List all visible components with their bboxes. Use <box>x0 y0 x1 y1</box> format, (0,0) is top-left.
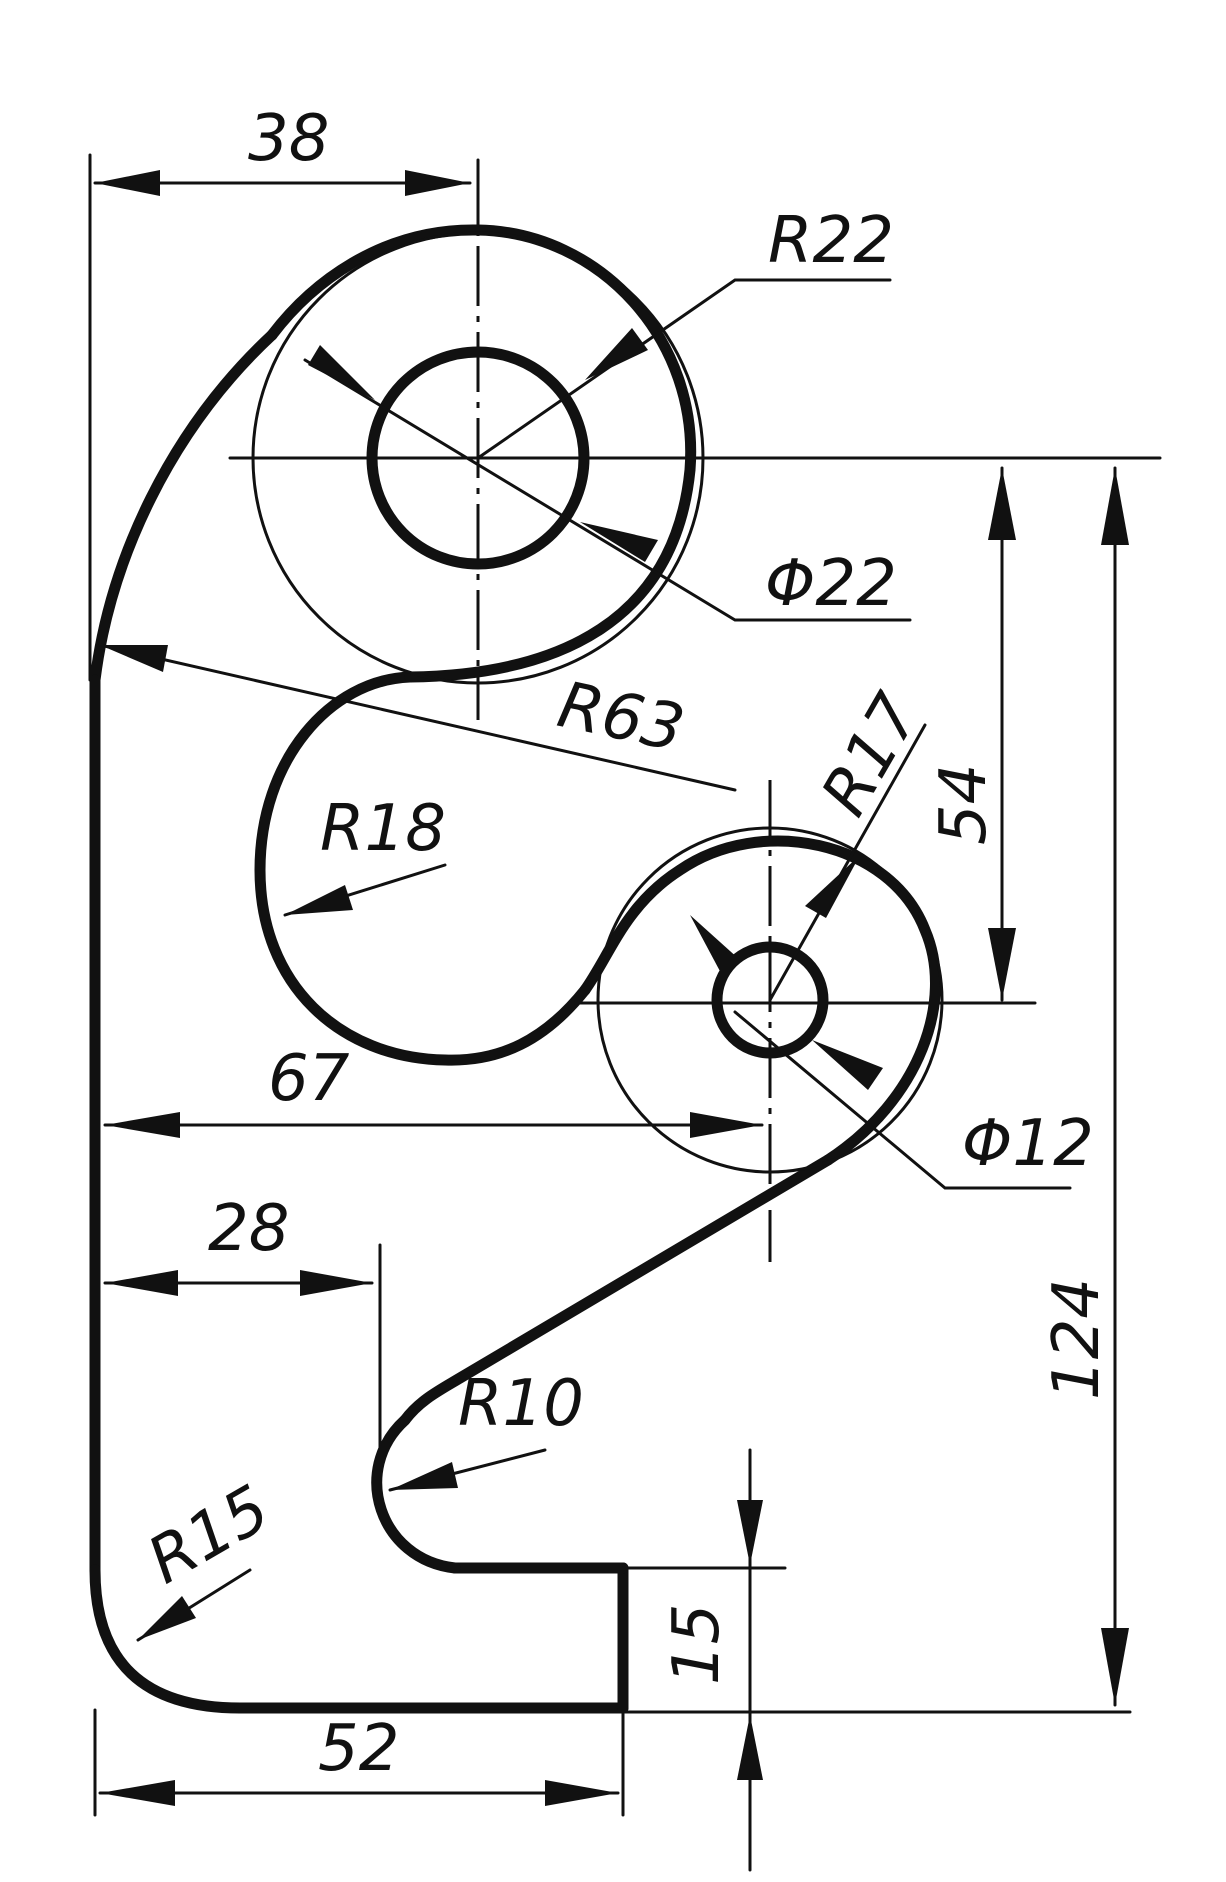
dim-52: 52 <box>93 1708 625 1817</box>
dim-r22: R22 <box>476 204 894 460</box>
construction-lines <box>228 160 1162 1262</box>
dim-d22: Φ22 <box>303 345 912 622</box>
dim-r15: R15 <box>136 1472 282 1642</box>
outline-upper-boss <box>266 224 697 683</box>
dim-r18: R18 <box>283 792 447 917</box>
outline-r63-arc <box>89 329 278 686</box>
outline-diagonal <box>399 1154 834 1426</box>
dim-67-label: 67 <box>268 1042 350 1116</box>
dim-124-label: 124 <box>1040 1278 1114 1400</box>
outline-r10-fillet <box>371 1414 461 1574</box>
dim-15: 15 <box>621 1448 787 1872</box>
outline-r15-corner <box>89 1564 246 1714</box>
outline-lower-boss <box>579 835 941 1166</box>
dim-r22-label: R22 <box>768 204 894 278</box>
dim-124: 124 <box>621 466 1132 1714</box>
dim-28-label: 28 <box>208 1192 289 1266</box>
dim-38-label: 38 <box>248 102 329 176</box>
dim-54-label: 54 <box>927 764 1001 845</box>
dim-d12-label: Φ12 <box>962 1107 1094 1181</box>
dim-r63: R63 <box>98 643 737 792</box>
dim-r10-label: R10 <box>458 1367 584 1441</box>
dim-r18-label: R18 <box>320 792 446 866</box>
outline-r18-loop <box>254 671 591 1066</box>
dim-d12: Φ12 <box>733 1010 1094 1190</box>
dim-r10: R10 <box>388 1367 584 1492</box>
dim-38: 38 <box>88 102 480 682</box>
dim-r15-label: R15 <box>136 1472 282 1599</box>
dim-52-label: 52 <box>318 1712 399 1786</box>
dim-d22-label: Φ22 <box>765 547 897 621</box>
dim-67: 67 <box>103 1042 764 1138</box>
dim-r17-label: R17 <box>808 682 935 828</box>
dim-28: 28 <box>103 1192 382 1492</box>
dim-54: 54 <box>927 466 1016 1002</box>
dim-15-label: 15 <box>660 1604 734 1685</box>
